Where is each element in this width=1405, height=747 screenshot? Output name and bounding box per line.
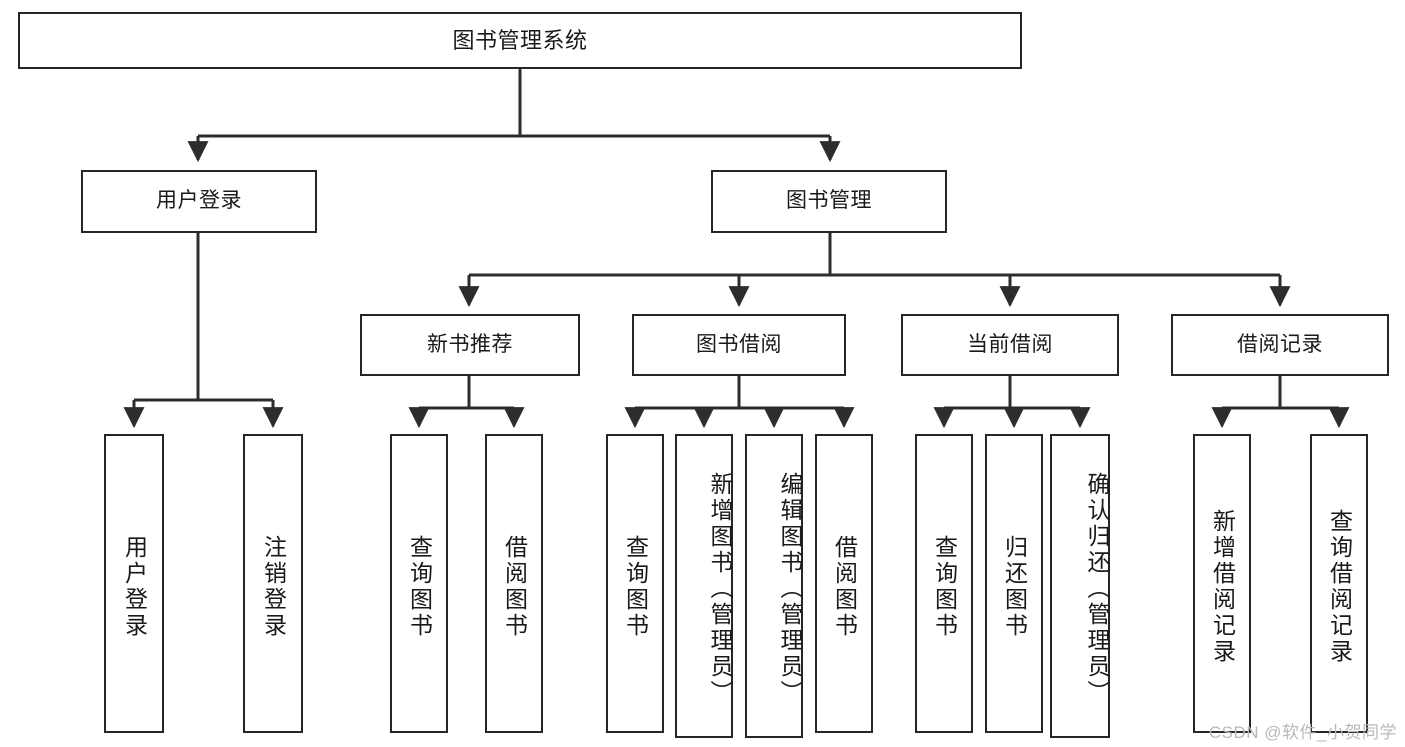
leaf-logout[interactable]: 注销登录	[243, 434, 303, 733]
leaf-borrow-books[interactable]: 借阅图书	[815, 434, 873, 733]
node-book-management[interactable]: 图书管理	[711, 170, 947, 233]
node-label: 确认归还（管理员）	[1084, 472, 1110, 706]
node-label: 借阅图书	[501, 534, 528, 639]
node-root-book-management-system[interactable]: 图书管理系统	[18, 12, 1022, 69]
node-user-login[interactable]: 用户登录	[81, 170, 317, 233]
leaf-user-login[interactable]: 用户登录	[104, 434, 164, 733]
node-label: 查询图书	[622, 534, 649, 639]
leaf-query-borrow-record[interactable]: 查询借阅记录	[1310, 434, 1368, 733]
leaf-query-books-current[interactable]: 查询图书	[915, 434, 973, 733]
node-label: 查询借阅记录	[1326, 508, 1353, 665]
node-label: 查询图书	[406, 534, 433, 639]
node-new-book-recommendation[interactable]: 新书推荐	[360, 314, 580, 376]
leaf-edit-book-admin[interactable]: 编辑图书（管理员）	[745, 434, 803, 738]
node-label: 注销登录	[260, 534, 287, 639]
node-label: 图书借阅	[696, 332, 782, 356]
node-label: 新书推荐	[427, 332, 513, 356]
node-label: 图书管理	[786, 189, 872, 213]
node-label: 图书管理系统	[452, 27, 588, 53]
node-label: 借阅记录	[1237, 332, 1323, 356]
leaf-query-books-recommend[interactable]: 查询图书	[390, 434, 448, 733]
node-label: 新增借阅记录	[1209, 508, 1236, 665]
watermark-text: CSDN @软件_小贺同学	[1208, 723, 1397, 742]
node-label: 新增图书（管理员）	[707, 472, 733, 706]
node-label: 用户登录	[121, 534, 148, 639]
node-label: 用户登录	[156, 189, 242, 213]
leaf-confirm-return-admin[interactable]: 确认归还（管理员）	[1050, 434, 1110, 738]
node-label: 借阅图书	[831, 534, 858, 639]
leaf-add-borrow-record[interactable]: 新增借阅记录	[1193, 434, 1251, 733]
leaf-query-books-borrow[interactable]: 查询图书	[606, 434, 664, 733]
leaf-add-book-admin[interactable]: 新增图书（管理员）	[675, 434, 733, 738]
node-borrowing-record[interactable]: 借阅记录	[1171, 314, 1389, 376]
node-current-borrowing[interactable]: 当前借阅	[901, 314, 1119, 376]
node-label: 归还图书	[1001, 534, 1028, 639]
node-label: 编辑图书（管理员）	[777, 472, 803, 706]
node-label: 查询图书	[931, 534, 958, 639]
leaf-borrow-books-recommend[interactable]: 借阅图书	[485, 434, 543, 733]
leaf-return-books[interactable]: 归还图书	[985, 434, 1043, 733]
node-book-borrowing[interactable]: 图书借阅	[632, 314, 846, 376]
node-label: 当前借阅	[967, 332, 1053, 356]
